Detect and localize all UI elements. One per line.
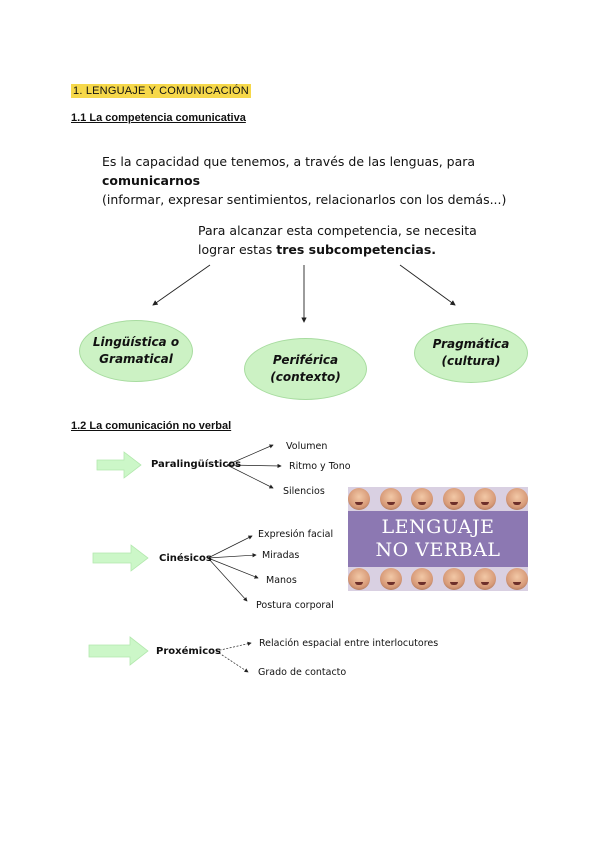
face-icon xyxy=(348,488,370,510)
arrow-postura xyxy=(207,557,248,602)
face-icon xyxy=(474,568,497,590)
item-volumen: Volumen xyxy=(286,441,328,452)
face-icon xyxy=(442,568,465,590)
intro-paragraph: Es la capacidad que tenemos, a través de… xyxy=(102,152,562,209)
section-title: 1. LENGUAJE Y COMUNICACIÓN xyxy=(71,84,251,98)
face-icon xyxy=(379,568,402,590)
lead-paragraph: Para alcanzar esta competencia, se neces… xyxy=(198,221,518,259)
item-postura-corporal: Postura corporal xyxy=(256,600,334,611)
arrow-relacion xyxy=(215,641,252,652)
arrow-to-pragmatica xyxy=(399,264,456,306)
faces-row-top xyxy=(348,488,528,510)
intro-bold: comunicarnos xyxy=(102,173,201,188)
image-title-line2: NO VERBAL xyxy=(375,539,501,561)
faces-row-bottom xyxy=(348,568,528,590)
arrow-ritmo xyxy=(226,463,282,469)
category-proxemicos: Proxémicos xyxy=(156,646,221,657)
item-manos: Manos xyxy=(266,575,297,586)
arrow-miradas xyxy=(207,553,257,559)
item-silencios: Silencios xyxy=(283,486,325,497)
ellipse-linguistica: Lingüística o Gramatical xyxy=(79,320,193,382)
ellipse-pragmatica-label: Pragmática (cultura) xyxy=(432,337,510,368)
green-arrow-proxemicos xyxy=(88,636,149,666)
lead-bold: tres subcompetencias. xyxy=(276,242,437,257)
item-miradas: Miradas xyxy=(262,550,300,561)
green-arrow-paralinguisticos xyxy=(96,451,142,479)
face-icon xyxy=(505,568,528,590)
ellipse-pragmatica: Pragmática (cultura) xyxy=(414,323,528,383)
item-relacion-espacial: Relación espacial entre interlocutores xyxy=(259,638,439,649)
arrow-volumen xyxy=(226,444,274,466)
arrow-expresion xyxy=(207,535,253,559)
item-ritmo-tono: Ritmo y Tono xyxy=(289,461,351,472)
item-grado-contacto: Grado de contacto xyxy=(258,667,347,678)
arrow-silencios xyxy=(226,464,274,489)
face-icon xyxy=(442,488,465,510)
green-arrow-cinesicos xyxy=(92,544,149,572)
face-icon xyxy=(348,568,370,590)
category-paralinguisticos: Paralingüísticos xyxy=(151,459,242,470)
face-icon xyxy=(474,488,497,510)
image-title-band: LENGUAJE NO VERBAL xyxy=(348,511,528,567)
arrow-to-linguistica xyxy=(152,264,211,306)
image-title-line1: LENGUAJE xyxy=(381,516,495,538)
ellipse-linguistica-label: Lingüística o Gramatical xyxy=(92,335,180,366)
ellipse-periferica: Periférica (contexto) xyxy=(244,338,367,400)
arrow-manos xyxy=(207,557,259,579)
face-icon xyxy=(505,488,528,510)
category-cinesicos: Cinésicos xyxy=(159,553,212,564)
subsection-title-no-verbal: 1.2 La comunicación no verbal xyxy=(71,420,232,432)
lead-text-line1: Para alcanzar esta competencia, se neces… xyxy=(198,223,477,238)
lenguaje-no-verbal-image: LENGUAJE NO VERBAL xyxy=(348,487,528,591)
ellipse-periferica-label: Periférica (contexto) xyxy=(270,353,341,384)
intro-text-line2: (informar, expresar sentimientos, relaci… xyxy=(102,192,507,207)
intro-text: Es la capacidad que tenemos, a través de… xyxy=(102,154,476,169)
subsection-title-competencia: 1.1 La competencia comunicativa xyxy=(71,112,246,124)
face-icon xyxy=(411,488,434,510)
item-expresion-facial: Expresión facial xyxy=(258,529,334,540)
face-icon xyxy=(411,568,434,590)
lead-text-line2: lograr estas xyxy=(198,242,277,257)
face-icon xyxy=(379,488,402,510)
arrow-grado xyxy=(215,650,249,673)
